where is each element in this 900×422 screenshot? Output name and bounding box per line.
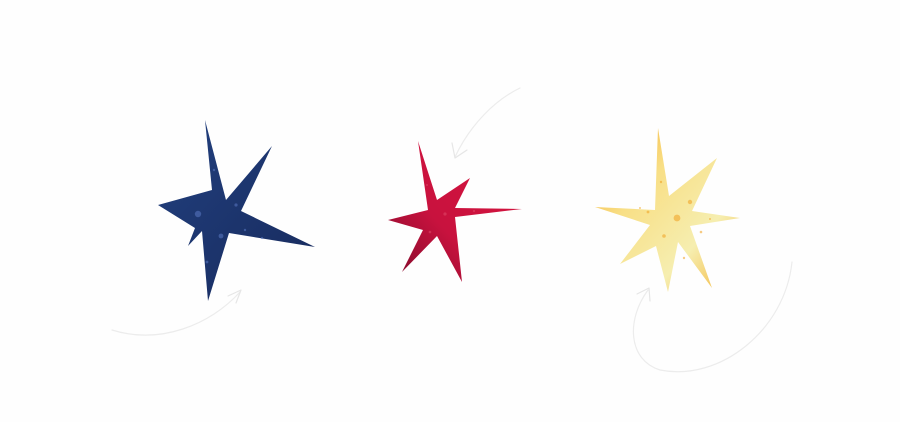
eight-point-star-icon [158,120,315,301]
motion-arc-top-center [451,87,521,159]
motion-arc-right [632,261,793,373]
eight-point-star-icon [595,128,740,292]
star-crimson [388,141,522,282]
star-amber [595,128,740,292]
motion-arc-left [111,289,242,336]
star-navy [158,120,315,301]
eight-point-star-icon [388,141,522,282]
